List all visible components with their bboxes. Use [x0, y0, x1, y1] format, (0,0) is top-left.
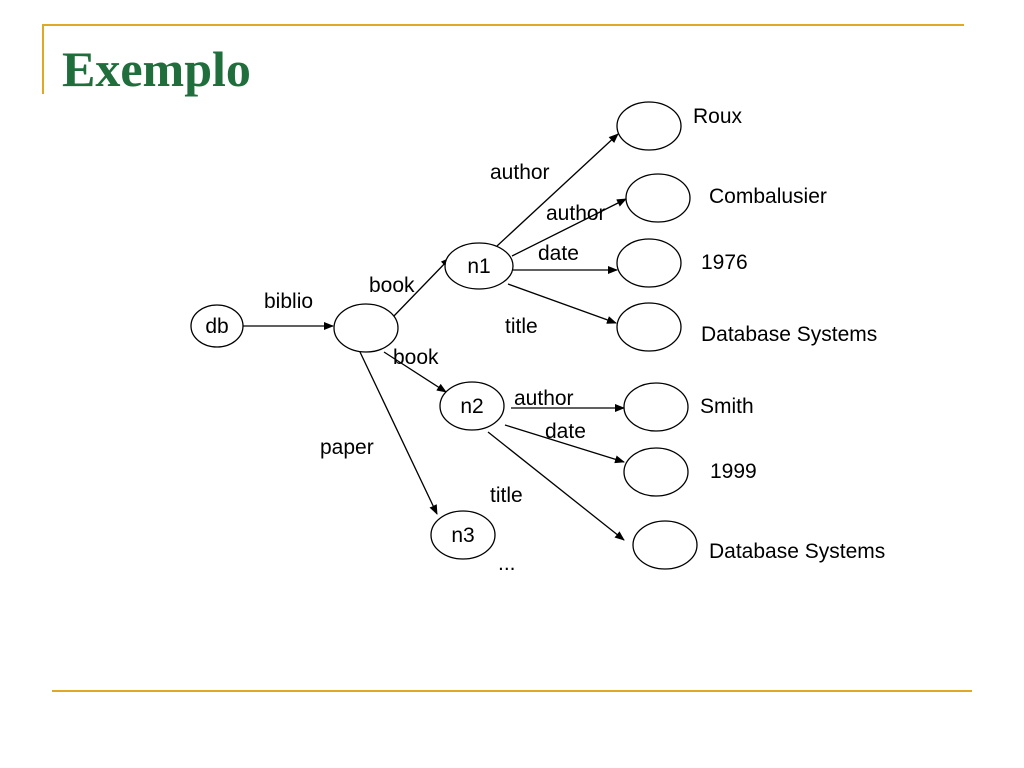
node-smith	[623, 382, 689, 432]
value-title2: Database Systems	[709, 540, 885, 563]
edge-n2-title2	[487, 431, 625, 541]
nodes-layer	[190, 101, 698, 570]
edge-n1-roux	[496, 133, 619, 247]
edge-root-n3	[359, 351, 438, 515]
node-label-n2: n2	[460, 395, 483, 418]
edge-label-author-combalusier: author	[546, 202, 606, 225]
edge-label-book-n1: book	[369, 274, 415, 297]
slide-title: Exemplo	[62, 41, 251, 97]
edge-label-date-date1999: date	[545, 420, 586, 443]
node-db	[190, 304, 244, 348]
edge-n1-title1	[507, 283, 617, 324]
value-roux: Roux	[693, 105, 743, 128]
frame-left-line	[42, 24, 44, 94]
node-title1	[616, 302, 682, 352]
frame-bottom-line	[52, 690, 972, 692]
node-roux	[616, 101, 682, 151]
node-n1	[444, 242, 514, 290]
labels-layer: biblio book book paper author author date title…	[205, 105, 885, 575]
value-date1999: 1999	[710, 460, 757, 483]
node-date1999	[623, 447, 689, 497]
edge-label-author-smith: author	[514, 387, 574, 410]
edge-label-paper-n3: paper	[320, 436, 374, 459]
value-smith: Smith	[700, 395, 754, 418]
node-combalusier	[625, 173, 691, 223]
node-title2	[632, 520, 698, 570]
node-label-n3: n3	[451, 524, 474, 547]
node-label-n1: n1	[467, 255, 490, 278]
edge-label-book-n2: book	[393, 346, 439, 369]
value-combalusier: Combalusier	[709, 185, 827, 208]
edge-n1-combalusier	[511, 198, 627, 257]
ellipsis-text: ...	[498, 552, 516, 575]
edge-label-title-title2: title	[490, 484, 523, 507]
node-root	[333, 303, 399, 353]
node-label-db: db	[205, 315, 228, 338]
edge-label-author-roux: author	[490, 161, 550, 184]
value-date1976: 1976	[701, 251, 748, 274]
value-title1: Database Systems	[701, 323, 877, 346]
node-n2	[439, 381, 505, 431]
edge-root-n2	[383, 351, 447, 393]
frame-top-line	[42, 24, 964, 26]
node-date1976	[616, 238, 682, 288]
edge-label-biblio-root: biblio	[264, 290, 313, 313]
edge-root-n1	[391, 257, 451, 319]
edge-label-date-date1976: date	[538, 242, 579, 265]
edge-n2-date1999	[504, 424, 625, 464]
node-n3	[430, 510, 496, 560]
edge-label-title-title1: title	[505, 315, 538, 338]
edges-layer	[241, 133, 627, 541]
